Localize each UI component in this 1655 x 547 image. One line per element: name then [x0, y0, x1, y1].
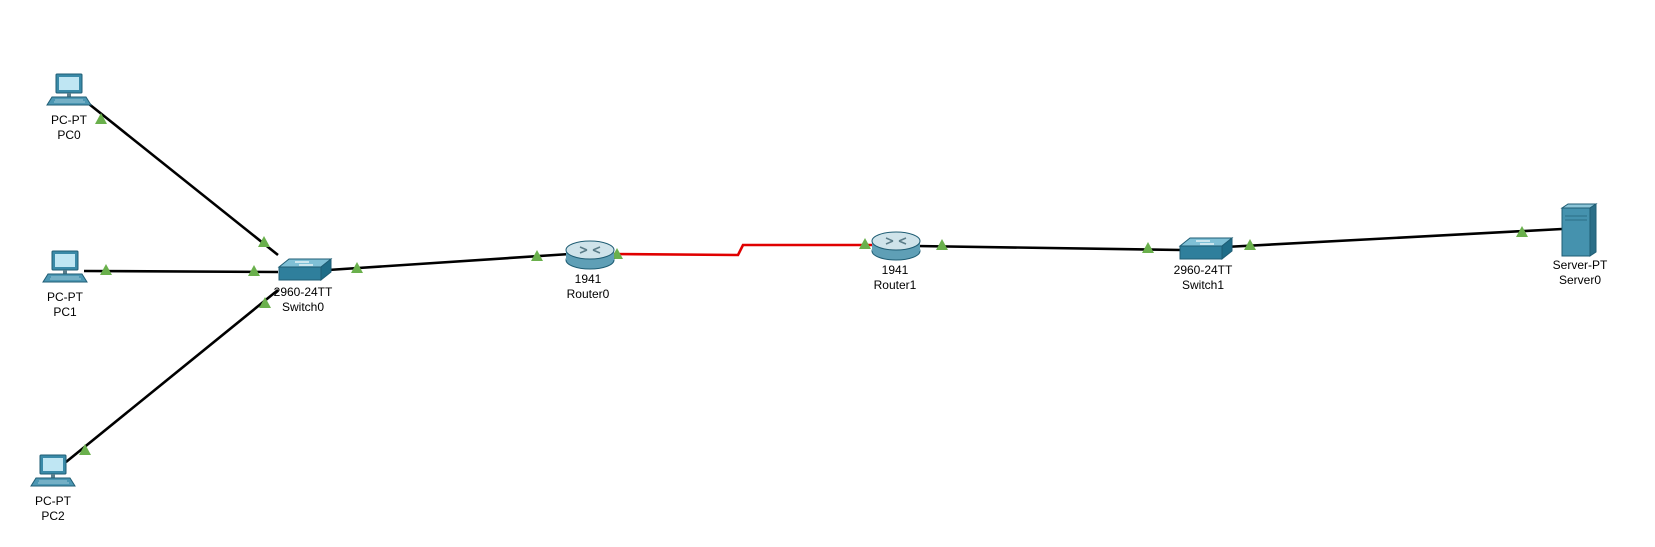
link-up-indicator [859, 238, 871, 249]
link-up-indicator [95, 113, 107, 124]
device-name-label: Server0 [1559, 273, 1601, 287]
device-name-label: Router1 [874, 278, 917, 292]
device-pc1[interactable]: PC-PT PC1 [42, 250, 88, 319]
device-model-label: 2960-24TT [1174, 263, 1233, 277]
device-switch0[interactable]: 2960-24TT Switch0 [274, 258, 333, 314]
device-model-label: 1941 [882, 263, 909, 277]
device-name-label: Router0 [567, 287, 610, 301]
router-icon[interactable] [871, 231, 921, 261]
server-icon[interactable] [1561, 203, 1597, 257]
device-model-label: PC-PT [35, 494, 72, 508]
link-up-indicator [248, 265, 260, 276]
link-up-indicator [259, 297, 271, 308]
device-model-label: 2960-24TT [274, 285, 333, 299]
device-model-label: PC-PT [47, 290, 84, 304]
router-icon[interactable] [565, 240, 615, 270]
device-router0[interactable]: 1941 Router0 [565, 240, 615, 301]
switch-icon[interactable] [1179, 237, 1233, 260]
device-model-label: PC-PT [51, 113, 88, 127]
device-pc2[interactable]: PC-PT PC2 [30, 454, 76, 523]
device-router1[interactable]: 1941 Router1 [871, 231, 921, 292]
link-router0-router1-serial[interactable] [609, 243, 872, 257]
device-model-label: Server-PT [1553, 258, 1608, 272]
link-up-indicator [100, 264, 112, 275]
device-pc0[interactable]: PC-PT PC0 [46, 73, 92, 142]
link-switch0-router0[interactable] [327, 252, 571, 272]
device-name-label: Switch1 [1182, 278, 1224, 292]
link-pc0-switch0[interactable] [83, 98, 279, 257]
link-up-indicator [351, 262, 363, 273]
link-up-indicator [258, 236, 270, 247]
device-model-label: 1941 [575, 272, 602, 286]
device-name-label: PC2 [41, 509, 65, 523]
device-name-label: Switch0 [282, 300, 324, 314]
link-indicators-layer [79, 113, 1528, 455]
device-server0[interactable]: Server-PT Server0 [1553, 203, 1608, 287]
link-up-indicator [936, 239, 948, 250]
link-up-indicator [1244, 239, 1256, 250]
device-switch1[interactable]: 2960-24TT Switch1 [1174, 237, 1233, 292]
link-pc1-switch0[interactable] [83, 269, 279, 274]
link-pc2-switch0[interactable] [65, 288, 279, 464]
links-layer [65, 98, 1563, 464]
link-up-indicator [79, 444, 91, 455]
link-up-indicator [1516, 226, 1528, 237]
link-switch1-server0[interactable] [1224, 227, 1563, 249]
link-up-indicator [1142, 242, 1154, 253]
device-name-label: PC1 [53, 305, 77, 319]
device-name-label: PC0 [57, 128, 81, 142]
link-router1-switch1[interactable] [915, 244, 1183, 252]
link-up-indicator [531, 250, 543, 261]
switch-icon[interactable] [278, 258, 332, 281]
